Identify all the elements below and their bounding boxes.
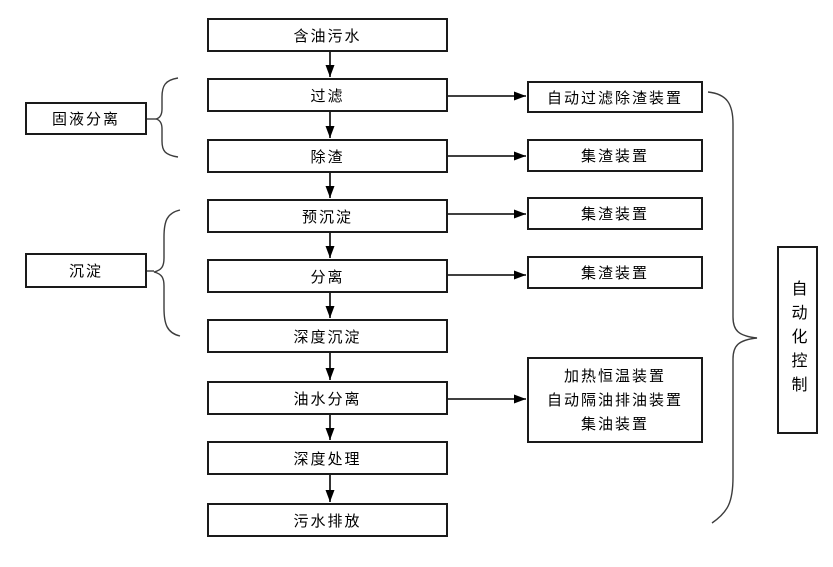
device-box-oil-separation-devices: 加热恒温装置 自动隔油排油装置 集油装置	[527, 357, 703, 443]
left-brace-sedimentation	[153, 209, 181, 337]
group-label-sedimentation: 沉淀	[25, 253, 147, 288]
flow-box-separation: 分离	[207, 259, 448, 293]
flow-box-oil-water-separation: 油水分离	[207, 381, 448, 415]
device-line-oil-discharge: 自动隔油排油装置	[546, 391, 683, 409]
flow-box-deep-sedimentation: 深度沉淀	[207, 319, 448, 353]
device-box-slag-collector-3: 集渣装置	[527, 256, 703, 289]
flow-box-pre-sedimentation: 预沉淀	[207, 199, 448, 233]
control-box-label: 自动化控制	[788, 280, 808, 400]
group-label-ticks	[147, 118, 156, 272]
device-line-oil-collector: 集油装置	[580, 415, 649, 433]
control-box-automation: 自动化控制	[777, 246, 818, 434]
flow-box-filtration: 过滤	[207, 78, 448, 112]
group-label-solid-liquid-separation: 固液分离	[25, 102, 147, 135]
device-box-auto-filter-deslag: 自动过滤除渣装置	[527, 81, 703, 113]
flow-box-deep-treatment: 深度处理	[207, 441, 448, 475]
flow-box-wastewater-discharge: 污水排放	[207, 503, 448, 537]
right-brace-automation	[707, 91, 758, 524]
flow-box-oily-wastewater: 含油污水	[207, 18, 448, 52]
right-arrows	[448, 91, 526, 404]
flow-box-slag-removal: 除渣	[207, 139, 448, 173]
device-line-heating: 加热恒温装置	[563, 367, 666, 385]
left-brace-solid-liquid	[155, 77, 179, 158]
device-box-slag-collector-2: 集渣装置	[527, 197, 703, 230]
device-box-slag-collector-1: 集渣装置	[527, 139, 703, 172]
